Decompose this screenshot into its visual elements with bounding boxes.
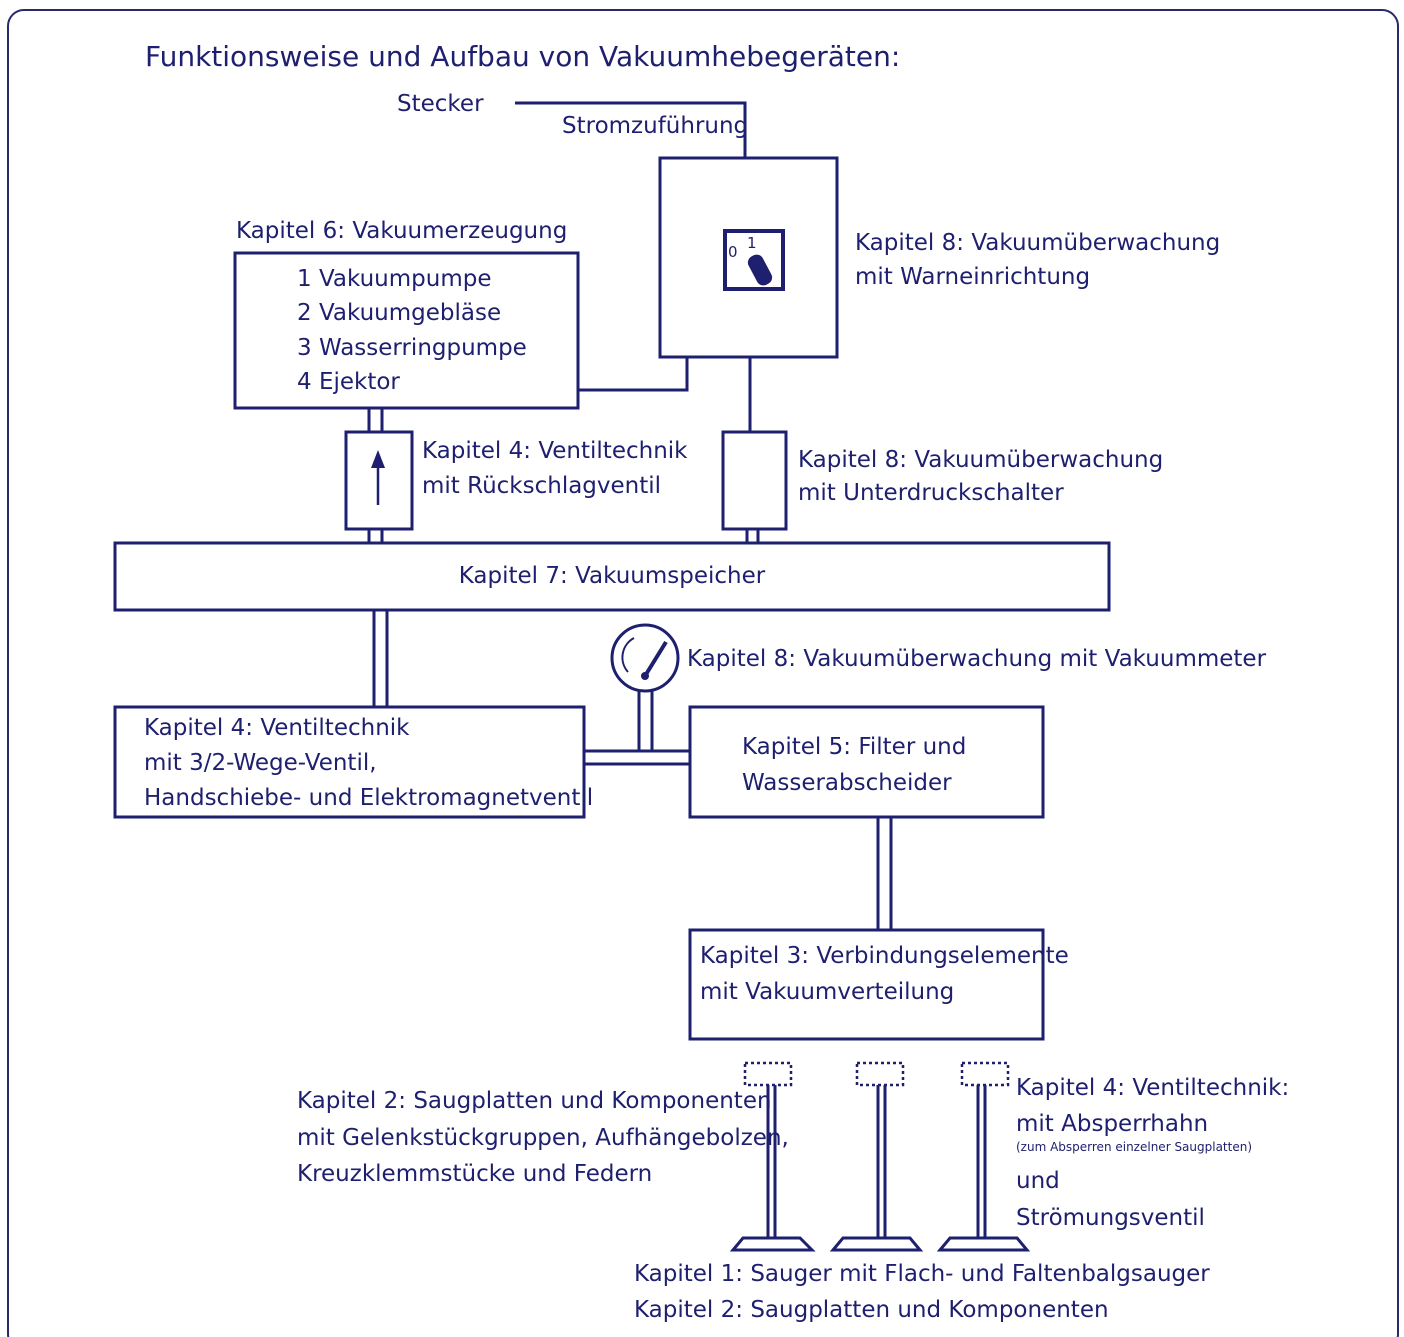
switch-lever-icon	[747, 254, 773, 286]
kap6-item-3: 3 Wasserringpumpe	[297, 335, 527, 361]
outer-frame	[7, 9, 1399, 1337]
pipe-gauge-stub	[637, 690, 654, 751]
pipe-speicher-wegeventil	[372, 610, 389, 707]
shutoff-valve-1	[743, 1061, 793, 1087]
stromzufuehrung-label: Stromzuführung	[562, 113, 748, 139]
stecker-label: Stecker	[397, 91, 484, 117]
suction-pipe-2	[876, 1085, 887, 1238]
vacuum-switch-box	[721, 430, 788, 531]
pipe-wege-filter	[584, 749, 690, 766]
kap4-wege-box	[113, 705, 586, 819]
kap2-line3: Kreuzklemmstücke und Federn	[297, 1161, 652, 1187]
kap2-bottom-label: Kapitel 2: Saugplatten und Komponenten	[634, 1297, 1109, 1323]
kap3-line1: Kapitel 3: Verbindungselemente	[700, 943, 1069, 969]
kap3-box	[688, 928, 1045, 1041]
kap7-label: Kapitel 7: Vakuumspeicher	[459, 563, 766, 589]
switch-one: 1	[747, 234, 757, 252]
control-wire	[578, 357, 689, 392]
kap4-abs-line1: Kapitel 4: Ventiltechnik:	[1016, 1075, 1289, 1101]
suction-cup-2-icon	[829, 1236, 924, 1252]
suction-pipe-1	[766, 1085, 777, 1238]
kap4-abs-line3: (zum Absperren einzelner Saugplatten)	[1016, 1140, 1252, 1154]
up-arrow-icon	[371, 450, 385, 468]
kap8-meter-label: Kapitel 8: Vakuumüberwachung mit Vakuumm…	[687, 646, 1267, 672]
kap8-unter-line2: mit Unterdruckschalter	[798, 480, 1064, 506]
suction-cup-3-icon	[936, 1236, 1031, 1252]
kap8-warn-line1: Kapitel 8: Vakuumüberwachung	[855, 230, 1220, 256]
gauge-pivot-icon	[641, 672, 649, 680]
gauge-scale-icon	[621, 637, 635, 673]
kap6-title: Kapitel 6: Vakuumerzeugung	[236, 218, 567, 244]
kap1-label: Kapitel 1: Sauger mit Flach- und Faltenb…	[634, 1261, 1210, 1287]
kap4-wege-line1: Kapitel 4: Ventiltechnik	[144, 715, 410, 741]
kap4-abs-line2: mit Absperrhahn	[1016, 1111, 1208, 1137]
kap5-filter-box	[688, 705, 1045, 819]
switch-zero: 0	[728, 243, 738, 261]
pipe-filter-verbindung	[876, 817, 893, 930]
kap6-box	[233, 251, 580, 410]
diagram-title: Funktionsweise und Aufbau von Vakuumhebe…	[145, 40, 900, 73]
pipe-switch-speicher	[745, 529, 760, 543]
power-cable	[515, 101, 747, 158]
suction-pipe-3	[976, 1085, 987, 1238]
shutoff-valve-2	[855, 1061, 905, 1087]
kap6-item-2: 2 Vakuumgebläse	[297, 300, 501, 326]
kap3-line2: mit Vakuumverteilung	[700, 979, 954, 1005]
kap4-rueck-line1: Kapitel 4: Ventiltechnik	[422, 438, 688, 464]
kap4-abs-line5: Strömungsventil	[1016, 1205, 1205, 1231]
kap4-abs-line4: und	[1016, 1168, 1060, 1194]
kap7-speicher-box	[113, 541, 1111, 612]
kap2-line1: Kapitel 2: Saugplatten und Komponenten	[297, 1088, 772, 1114]
kap5-line1: Kapitel 5: Filter und	[742, 734, 966, 760]
kap4-rueck-line2: mit Rückschlagventil	[422, 473, 661, 499]
pipe-valve-speicher	[367, 529, 384, 543]
kap8-warn-line2: mit Warneinrichtung	[855, 264, 1090, 290]
pipe-kap6-valve	[367, 408, 384, 432]
kap8-unter-line1: Kapitel 8: Vakuumüberwachung	[798, 447, 1163, 473]
kap4-wege-line2: mit 3/2-Wege-Ventil,	[144, 750, 377, 776]
kap5-line2: Wasserabscheider	[742, 770, 952, 796]
kap6-item-1: 1 Vakuumpumpe	[297, 266, 492, 292]
suction-cup-1-icon	[729, 1236, 816, 1252]
shutoff-valve-3	[960, 1061, 1010, 1087]
kap4-wege-line3: Handschiebe- und Elektromagnetventil	[144, 785, 593, 811]
kap6-item-4: 4 Ejektor	[297, 369, 400, 395]
kap2-line2: mit Gelenkstückgruppen, Aufhängebolzen,	[297, 1125, 789, 1151]
gauge-needle-icon	[643, 640, 668, 678]
